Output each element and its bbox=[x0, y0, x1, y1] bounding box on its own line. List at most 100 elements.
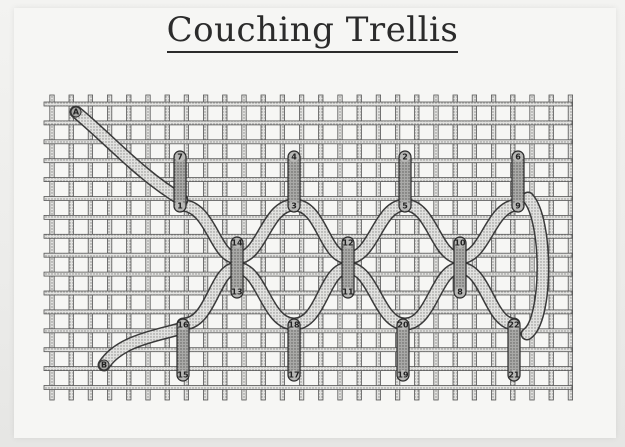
stitch-number: 7 bbox=[177, 153, 183, 162]
stitch-number: 15 bbox=[177, 371, 189, 380]
stitch-number-marker bbox=[455, 238, 465, 248]
stitch-number: 8 bbox=[457, 288, 463, 297]
stitch-number-marker bbox=[178, 320, 188, 330]
stitch-number: 16 bbox=[177, 321, 189, 330]
stitch-number: 9 bbox=[515, 202, 521, 211]
canvas-thread-vertical bbox=[567, 94, 574, 401]
canvas-thread-vertical bbox=[49, 94, 55, 401]
stitch-number-marker bbox=[398, 320, 408, 330]
start-letter: A bbox=[73, 108, 80, 117]
stitch-number-marker bbox=[289, 201, 299, 211]
stitch-number: 10 bbox=[454, 239, 466, 248]
canvas-thread-horizontal bbox=[43, 120, 573, 126]
stitch-number: 4 bbox=[291, 153, 297, 162]
canvas-grid bbox=[43, 94, 574, 401]
stitch-number: 11 bbox=[342, 288, 354, 297]
stitch-number-marker bbox=[178, 370, 188, 380]
stitch-number: 14 bbox=[231, 239, 243, 248]
couching-stitch bbox=[176, 318, 190, 382]
end-point-marker bbox=[98, 359, 110, 371]
stitch-number-marker bbox=[289, 370, 299, 380]
canvas-thread-horizontal bbox=[43, 252, 573, 258]
start-point-marker bbox=[70, 106, 82, 118]
stitch-number: 19 bbox=[397, 371, 409, 380]
stitch-number-marker bbox=[232, 287, 242, 297]
stitch-number: 17 bbox=[288, 371, 299, 380]
canvas-thread-horizontal bbox=[43, 196, 573, 201]
couching-stitch bbox=[396, 318, 410, 382]
stitch-number: 21 bbox=[508, 371, 520, 380]
stitch-number-marker bbox=[232, 238, 242, 248]
stitch-number-marker bbox=[398, 370, 408, 380]
canvas-thread-vertical bbox=[68, 94, 74, 401]
stitch-number-marker bbox=[400, 152, 410, 162]
canvas-thread-horizontal bbox=[43, 177, 573, 183]
canvas-thread-vertical bbox=[126, 94, 132, 401]
canvas-thread-vertical bbox=[298, 94, 305, 401]
stitch-number: 13 bbox=[231, 288, 242, 297]
couching-stitch bbox=[230, 236, 244, 299]
stitch-number: 12 bbox=[342, 239, 353, 248]
canvas-thread-horizontal bbox=[43, 347, 573, 353]
stitch-number: 22 bbox=[508, 321, 519, 330]
couching-stitch bbox=[173, 150, 187, 213]
canvas-thread-vertical bbox=[318, 94, 324, 401]
canvas-thread-vertical bbox=[510, 94, 516, 401]
canvas-thread-vertical bbox=[145, 94, 151, 401]
canvas-thread-vertical bbox=[279, 94, 286, 401]
end-letter: B bbox=[101, 361, 107, 370]
canvas-thread-horizontal bbox=[43, 139, 573, 145]
stitch-number: 1 bbox=[177, 202, 183, 211]
stitch-number-marker bbox=[509, 320, 519, 330]
canvas-thread-horizontal bbox=[43, 158, 573, 164]
couching-stitch bbox=[453, 236, 467, 299]
page-title: Couching Trellis bbox=[0, 10, 625, 53]
canvas-thread-vertical bbox=[490, 94, 497, 401]
stitch-number-marker bbox=[513, 201, 523, 211]
stitch-number-marker bbox=[175, 152, 185, 162]
canvas-thread-vertical bbox=[529, 94, 535, 401]
stitch-number-marker bbox=[289, 320, 299, 330]
stitch-number: 5 bbox=[402, 202, 408, 211]
canvas-thread-vertical bbox=[107, 94, 113, 401]
stitch-number-marker bbox=[175, 201, 185, 211]
couching-stitch bbox=[341, 236, 355, 299]
canvas-thread-vertical bbox=[183, 94, 189, 401]
couching-stitch bbox=[287, 150, 301, 213]
canvas-thread-horizontal bbox=[43, 233, 573, 239]
canvas-thread-horizontal bbox=[43, 101, 573, 107]
canvas-thread-horizontal bbox=[43, 271, 573, 277]
stitch-number-marker bbox=[455, 287, 465, 297]
couching-stitch bbox=[398, 150, 412, 213]
stitch-number-marker bbox=[289, 152, 299, 162]
canvas-thread-horizontal bbox=[43, 366, 573, 372]
canvas-thread-vertical bbox=[87, 94, 93, 401]
stitch-number: 18 bbox=[288, 321, 300, 330]
stitch-number-marker bbox=[513, 152, 523, 162]
canvas-thread-horizontal bbox=[43, 328, 573, 334]
canvas-thread-vertical bbox=[164, 94, 170, 401]
stitch-number-marker bbox=[509, 370, 519, 380]
couching-stitch bbox=[507, 318, 521, 382]
canvas-thread-horizontal bbox=[43, 290, 573, 296]
stitch-number-marker bbox=[400, 201, 410, 211]
couching-stitch bbox=[287, 318, 301, 382]
canvas-thread-vertical bbox=[548, 94, 554, 401]
stitch-number: 6 bbox=[515, 153, 521, 162]
stitch-number: 2 bbox=[402, 153, 408, 162]
couching-stitch bbox=[511, 150, 525, 213]
stitch-number: 3 bbox=[291, 202, 297, 211]
canvas-thread-horizontal bbox=[43, 385, 573, 390]
couching-stitches bbox=[173, 150, 525, 382]
stitch-number-marker bbox=[343, 287, 353, 297]
canvas-thread-vertical bbox=[414, 94, 420, 401]
stitch-number: 20 bbox=[397, 321, 409, 330]
stitch-number-marker bbox=[343, 238, 353, 248]
canvas-thread-vertical bbox=[202, 94, 209, 401]
canvas-thread-vertical bbox=[394, 94, 401, 401]
canvas-thread-vertical bbox=[375, 94, 382, 401]
thread-ends: A B bbox=[70, 106, 110, 371]
